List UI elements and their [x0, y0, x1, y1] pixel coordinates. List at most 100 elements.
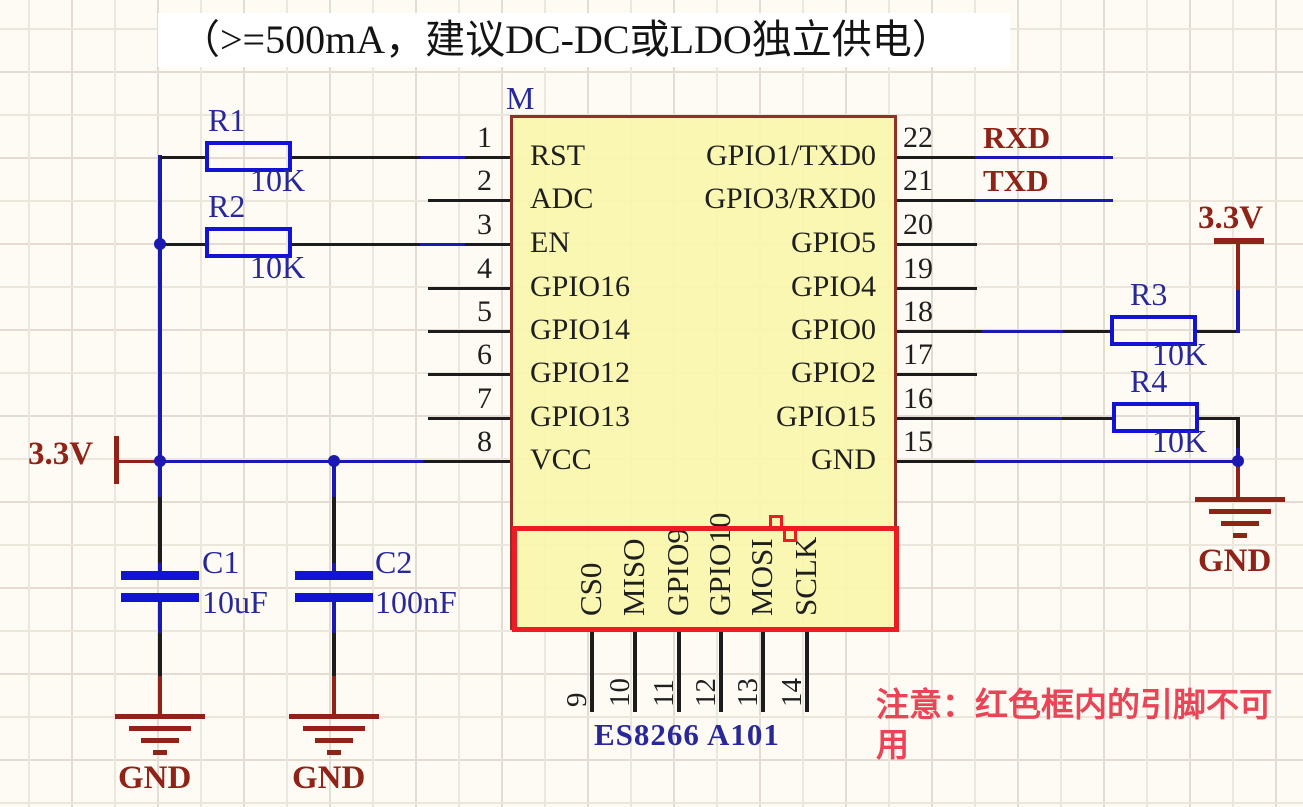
gnd-icon — [1195, 497, 1285, 502]
wire — [897, 373, 977, 376]
selection-handle[interactable] — [783, 528, 797, 542]
wire — [332, 676, 336, 716]
wire — [160, 243, 205, 246]
pin-number: 7 — [477, 382, 492, 415]
pin-label: GPIO0 — [790, 313, 876, 346]
capacitor-C1[interactable] — [121, 593, 199, 602]
wire — [1236, 241, 1240, 290]
junction-dot — [1232, 455, 1244, 467]
gnd-icon — [115, 714, 205, 719]
pin-label: GPIO1/TXD0 — [706, 139, 876, 172]
capacitor-C2-ref: C2 — [375, 544, 413, 580]
pin-label: EN — [530, 226, 570, 259]
resistor-R1-value: 10K — [250, 162, 306, 198]
wire — [761, 630, 765, 712]
pin-number: 10 — [604, 678, 636, 707]
gnd-icon — [289, 714, 379, 719]
resistor-R1[interactable] — [205, 141, 292, 172]
pin-number: 9 — [561, 692, 593, 708]
resistor-R4-ref: R4 — [1130, 363, 1168, 399]
gnd-icon — [315, 738, 353, 743]
power-bar-icon — [114, 436, 119, 484]
gnd-label: GND — [1198, 543, 1272, 579]
wire — [292, 243, 420, 246]
wire — [897, 330, 982, 333]
capacitor-C2[interactable] — [295, 593, 373, 602]
net-label-rxd: RXD — [983, 120, 1051, 155]
pin-number: 5 — [477, 295, 492, 328]
gnd-label: GND — [292, 760, 366, 796]
wire — [332, 463, 336, 497]
wire — [332, 602, 336, 633]
wire — [805, 630, 809, 712]
gnd-icon — [1209, 509, 1271, 514]
pin-number: 3 — [477, 208, 492, 241]
pin-label: GPIO4 — [790, 270, 876, 303]
restricted-pins-box[interactable] — [512, 526, 899, 632]
resistor-R2[interactable] — [205, 227, 292, 258]
wire — [428, 417, 510, 420]
resistor-R2-value: 10K — [250, 249, 306, 285]
junction-dot — [154, 238, 166, 250]
part-number: ES8266 A101 — [594, 717, 780, 752]
pin-label: GPIO3/RXD0 — [704, 182, 876, 215]
wire — [164, 460, 423, 463]
esp8266-module-body[interactable] — [510, 115, 897, 630]
gnd-icon — [129, 726, 191, 731]
pin-number: 19 — [903, 252, 933, 285]
pin-label: GPIO5 — [790, 226, 876, 259]
pin-label: GPIO13 — [530, 400, 631, 433]
gnd-icon — [1221, 521, 1259, 526]
capacitor-C1[interactable] — [121, 571, 199, 580]
capacitor-C2-value: 100nF — [375, 584, 457, 620]
pin-label: VCC — [530, 443, 592, 476]
capacitor-C1-value: 10uF — [202, 584, 268, 620]
wire — [982, 330, 1063, 333]
wire — [975, 199, 1113, 202]
warning-note-line2: 用 — [876, 726, 909, 763]
wire — [897, 287, 977, 290]
wire — [428, 287, 510, 290]
wire — [423, 460, 510, 463]
power-rail-label-right: 3.3V — [1198, 200, 1264, 236]
wire — [897, 243, 977, 246]
wire — [1236, 418, 1240, 448]
wire — [465, 243, 510, 246]
wire — [428, 330, 510, 333]
pin-number: 11 — [648, 679, 680, 707]
wire — [677, 630, 681, 712]
wire — [590, 630, 594, 712]
junction-dot — [328, 455, 340, 467]
wire — [975, 460, 1240, 463]
wire — [158, 563, 162, 572]
wire — [897, 156, 975, 159]
pin-label: GPIO15 — [775, 400, 876, 433]
capacitor-C2[interactable] — [295, 571, 373, 580]
resistor-R3[interactable] — [1110, 315, 1197, 346]
pin-number: 16 — [903, 382, 933, 415]
gnd-icon — [153, 750, 167, 755]
resistor-R4[interactable] — [1112, 402, 1199, 433]
power-bar-icon — [1214, 238, 1264, 244]
pin-number: 21 — [903, 164, 933, 197]
wire — [158, 463, 162, 497]
wire — [1197, 417, 1240, 420]
wire — [1063, 330, 1110, 333]
pin-number: 12 — [690, 678, 722, 707]
pin-label: RST — [530, 139, 586, 172]
schematic-title: （>=500mA，建议DC-DC或LDO独立供电） — [158, 13, 1010, 67]
gnd-icon — [1233, 533, 1247, 538]
chip-designator: M — [506, 80, 535, 116]
selection-handle[interactable] — [769, 515, 783, 529]
wire — [332, 563, 336, 572]
pin-number: 2 — [477, 164, 492, 197]
resistor-R1-ref: R1 — [208, 102, 246, 138]
wire — [420, 156, 465, 159]
junction-dot — [154, 455, 166, 467]
pin-number: 15 — [903, 425, 933, 458]
pin-number: 1 — [477, 121, 492, 154]
gnd-label: GND — [118, 760, 192, 796]
wire — [897, 199, 975, 202]
wire — [158, 676, 162, 716]
wire — [1236, 461, 1240, 500]
